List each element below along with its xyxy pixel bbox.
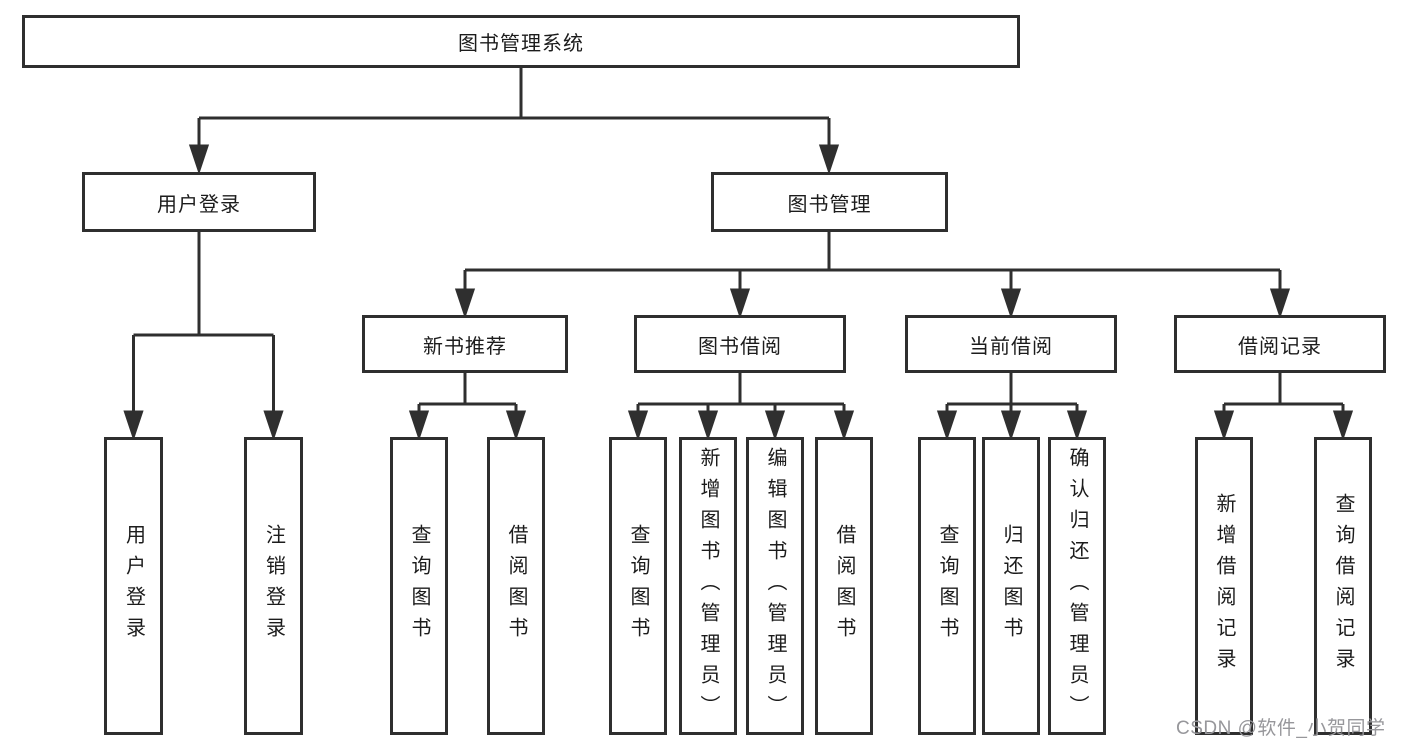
node-book-management: 图书管理 (711, 172, 948, 232)
node-new-book-recommend: 新书推荐 (362, 315, 568, 373)
leaf-query-books-current: 查询图书 (918, 437, 976, 735)
arrowhead (1000, 410, 1022, 441)
arrowhead (833, 410, 855, 441)
arrowhead (818, 144, 840, 175)
connector-root-to-level2 (188, 68, 840, 175)
arrowhead (123, 410, 144, 441)
leaf-query-books-recommend: 查询图书 (390, 437, 448, 735)
arrowhead (1000, 288, 1022, 319)
leaf-logout: 注销登录 (244, 437, 303, 735)
arrowhead (188, 144, 210, 175)
arrowhead (454, 288, 476, 319)
leaf-user-login: 用户登录 (104, 437, 163, 735)
arrowhead (697, 410, 719, 441)
arrowhead (408, 410, 430, 441)
arrowhead (1332, 410, 1354, 441)
connector-userlogin-to-leaves (123, 232, 284, 441)
leaf-query-books-borrow: 查询图书 (609, 437, 667, 735)
connector-borrow-to-leaves (627, 373, 855, 441)
arrowhead (1213, 410, 1235, 441)
arrowhead (627, 410, 649, 441)
arrowhead (764, 410, 786, 441)
connector-newrec-to-leaves (408, 373, 527, 441)
connector-bookmgmt-to-level3 (454, 232, 1291, 319)
connector-current-to-leaves (936, 373, 1088, 441)
arrowhead (729, 288, 751, 319)
leaf-add-borrow-record: 新增借阅记录 (1195, 437, 1253, 735)
arrowhead (1269, 288, 1291, 319)
leaf-return-books: 归还图书 (982, 437, 1040, 735)
node-book-borrowing: 图书借阅 (634, 315, 846, 373)
node-root-system: 图书管理系统 (22, 15, 1020, 68)
arrowhead (505, 410, 527, 441)
arrowhead (1066, 410, 1088, 441)
arrowhead (263, 410, 284, 441)
node-user-login: 用户登录 (82, 172, 316, 232)
node-current-borrowing: 当前借阅 (905, 315, 1117, 373)
leaf-edit-books-admin: 编辑图书（管理员） (746, 437, 804, 735)
csdn-watermark: CSDN @软件_小贺同学 (1176, 718, 1386, 739)
connector-records-to-leaves (1213, 373, 1354, 441)
arrowhead (936, 410, 958, 441)
leaf-query-borrow-record: 查询借阅记录 (1314, 437, 1372, 735)
leaf-add-books-admin: 新增图书（管理员） (679, 437, 737, 735)
leaf-borrow-books: 借阅图书 (815, 437, 873, 735)
leaf-confirm-return-admin: 确认归还（管理员） (1048, 437, 1106, 735)
node-borrow-records: 借阅记录 (1174, 315, 1386, 373)
leaf-borrow-books-recommend: 借阅图书 (487, 437, 545, 735)
